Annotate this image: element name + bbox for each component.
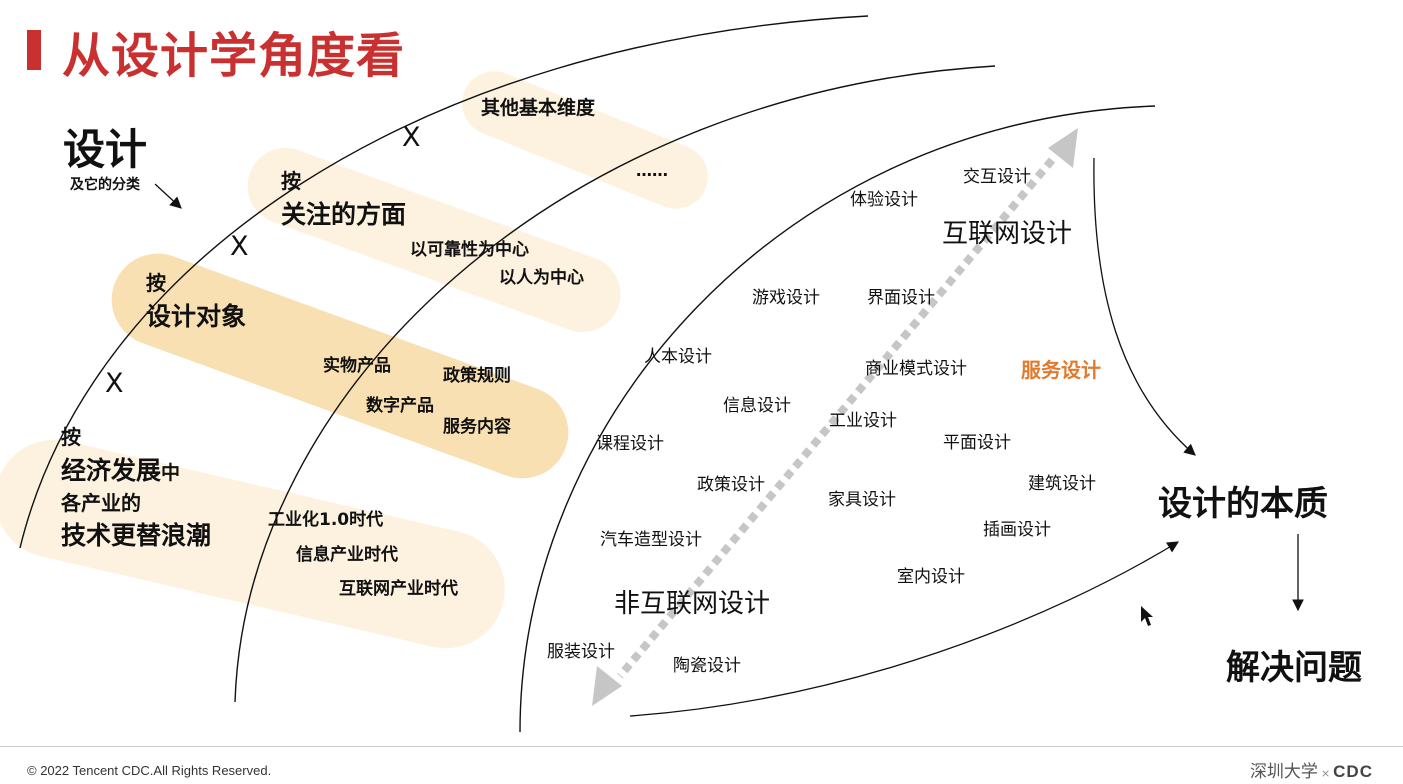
band-outer-shape xyxy=(462,71,708,209)
internet-axis-arrow xyxy=(592,128,1078,706)
design-type-label: 服装设计 xyxy=(547,642,615,662)
band-focus-item: 以可靠性为中心 xyxy=(410,240,529,260)
axis-bottom-label: 非互联网设计 xyxy=(614,589,771,619)
band-focus-prefix: 按 xyxy=(281,169,301,193)
arc-1 xyxy=(19,15,869,549)
band-economy-item: 互联网产业时代 xyxy=(339,579,458,599)
band-object-title: 设计对象 xyxy=(146,302,247,331)
band-object-shape xyxy=(111,253,569,479)
essence-result: 解决问题 xyxy=(1226,648,1362,688)
design-type-label: 界面设计 xyxy=(867,288,935,308)
band-economy-title-suffix: 中 xyxy=(161,462,181,484)
essence-label: 设计的本质 xyxy=(1158,484,1328,524)
mouse-cursor-icon xyxy=(1141,606,1153,626)
footer-divider xyxy=(0,746,1403,747)
category-bands xyxy=(0,71,708,649)
footer-copyright: © 2022 Tencent CDC.All Rights Reserved. xyxy=(27,763,272,778)
design-type-label: 政策设计 xyxy=(697,475,765,495)
flow-arrows xyxy=(154,157,1304,717)
band-object-item: 数字产品 xyxy=(366,396,434,416)
cross-mark: X xyxy=(105,368,124,399)
design-subheading: 及它的分类 xyxy=(70,177,140,193)
design-type-label: 人本设计 xyxy=(644,347,712,367)
design-type-label-highlight: 服务设计 xyxy=(1021,358,1101,382)
band-outer-ellipsis: …… xyxy=(636,161,668,180)
design-type-label: 室内设计 xyxy=(897,567,965,587)
cross-mark: X xyxy=(230,231,249,262)
arc-2 xyxy=(234,65,996,703)
band-object-item: 服务内容 xyxy=(443,417,511,437)
band-outer-label: 其他基本维度 xyxy=(481,97,596,119)
design-type-label: 工业设计 xyxy=(829,411,897,431)
arrow-to-essence-bottom xyxy=(629,541,1179,717)
design-type-label: 家具设计 xyxy=(828,490,896,510)
design-type-label: 建筑设计 xyxy=(1028,474,1096,494)
band-focus-shape xyxy=(247,147,621,333)
band-object-item: 实物产品 xyxy=(323,356,391,376)
arc-3 xyxy=(519,105,1156,733)
band-economy-item: 工业化1.0时代 xyxy=(268,510,384,530)
band-economy-prefix: 按 xyxy=(61,425,81,449)
band-economy-shape xyxy=(0,439,505,649)
design-heading: 设计 xyxy=(63,125,148,174)
design-type-label: 信息设计 xyxy=(723,396,791,416)
band-object-prefix: 按 xyxy=(146,271,166,295)
design-type-label: 交互设计 xyxy=(963,167,1031,187)
design-type-label: 体验设计 xyxy=(850,190,918,210)
design-type-label: 插画设计 xyxy=(983,520,1051,540)
footer-logo: 深圳大学×CDC xyxy=(1250,757,1373,782)
design-type-label: 平面设计 xyxy=(943,433,1011,453)
design-subheading-arrow xyxy=(154,183,182,209)
band-object-item: 政策规则 xyxy=(443,366,511,386)
arrow-to-essence-top xyxy=(1093,157,1196,456)
design-type-label: 商业模式设计 xyxy=(865,359,967,379)
band-focus-item: 以人为中心 xyxy=(499,268,584,288)
logo-times: × xyxy=(1320,767,1331,780)
design-type-label: 陶瓷设计 xyxy=(673,656,741,676)
page-title: 从设计学角度看 xyxy=(62,28,406,84)
band-economy-title-line3: 技术更替浪潮 xyxy=(61,521,212,550)
concentric-arcs xyxy=(19,15,1156,733)
band-focus-title: 关注的方面 xyxy=(281,200,407,229)
band-economy-title-main: 经济发展 xyxy=(61,456,162,485)
design-type-label: 课程设计 xyxy=(596,434,664,454)
logo-brand: CDC xyxy=(1333,762,1373,781)
title-accent-bar xyxy=(27,30,41,70)
band-economy-title-line1: 经济发展中 xyxy=(61,451,180,487)
design-type-label: 游戏设计 xyxy=(752,288,820,308)
band-economy-title-line2: 各产业的 xyxy=(61,491,141,515)
axis-top-label: 互联网设计 xyxy=(942,219,1073,249)
logo-school: 深圳大学 xyxy=(1249,762,1318,782)
cross-mark: X xyxy=(402,122,421,153)
band-economy-item: 信息产业时代 xyxy=(296,545,398,565)
design-type-label: 汽车造型设计 xyxy=(600,530,702,550)
